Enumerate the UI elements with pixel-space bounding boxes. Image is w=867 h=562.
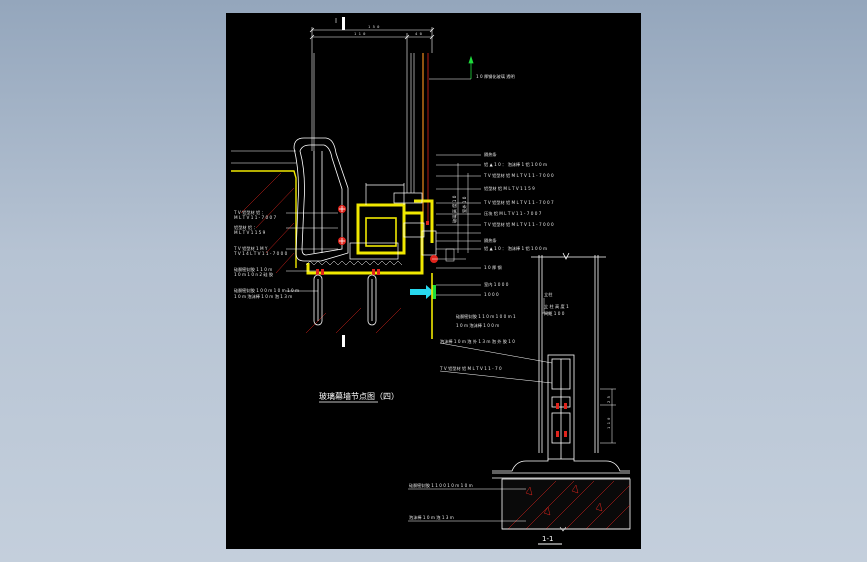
section-label-7: 硅酮密封胶 1 1 0 0 1 0 m 1 0 m	[409, 482, 473, 489]
dim-top-right: 4 0	[415, 31, 423, 36]
axis-mark-top	[335, 17, 345, 30]
label-left-6: 硅酮密封胶 1 1 0 m	[234, 266, 272, 273]
seal-pattern	[305, 260, 403, 266]
cyan-arrow	[410, 285, 436, 299]
anchor-bolts	[313, 274, 377, 326]
green-leader-top	[468, 55, 474, 79]
label-left-0: T V 铝型材 铝 ：	[233, 209, 266, 216]
right-leaders	[436, 154, 481, 296]
glass-panels	[311, 53, 415, 193]
pressure-plate	[349, 183, 437, 260]
top-dimensions	[309, 27, 435, 53]
floor-slab	[231, 150, 402, 334]
label-right-9: 铝 ▲ 1 0 ： 泡沫棒 1 铝 1 0 0 m	[484, 245, 547, 252]
label-right-4: 铝型材 铝 M L T V 1 1 5 9	[484, 185, 535, 192]
section-label-8: 泡沫棒 1 0 m 泡 1 3 m	[409, 514, 454, 521]
section-label-1: 立 柱 高 度 1	[544, 303, 569, 310]
label-left-2: 铝型材 铝 ：	[234, 224, 258, 231]
label-right-10: 1 0 厚 钢	[484, 264, 502, 271]
section-title: 1-1	[542, 535, 553, 543]
label-right-1: 隔热条	[484, 151, 497, 158]
label-left-3: M L T V 1 1 5 9	[234, 230, 266, 235]
section-label-6: T V 铝型材 铝 M L T V 1 1 - 7 0	[439, 365, 502, 372]
label-right-12: 1 0 0 0	[484, 292, 499, 297]
cad-drawing: 1 5 0 1 1 0 4 0 1 0 厚钢化玻璃 透明	[231, 17, 631, 545]
label-left-1: M L T V 1 1 - 7 0 0 7	[234, 215, 277, 220]
section-label-5: 泡沫棒 1 0 m 泡 外 1 3 m 泡 外 胶 1 0	[440, 338, 515, 345]
label-right-glass: 1 0 厚钢化玻璃 透明	[476, 73, 515, 80]
label-right-7: T V 铝型材 铝 M L T V 1 1 - 7 0 0 0	[483, 221, 554, 228]
section-dim-b: 1 1 0	[606, 417, 611, 429]
label-right-11: 室内 1 0 0 0	[484, 281, 509, 288]
cad-drawing-sheet: 1 5 0 1 1 0 4 0 1 0 厚钢化玻璃 透明	[226, 13, 641, 549]
label-right-2: 铝 ▲ 1 0 ： 泡沫棒 1 铝 1 0 0 m	[484, 161, 547, 168]
section-dim-a: 2 5	[606, 396, 611, 403]
sealant-lines	[422, 53, 429, 223]
section-label-2: 间距 1 0 0	[544, 310, 565, 317]
section-leaders	[408, 298, 553, 522]
label-left-5: T V 1 4 L T V 1 1 - 7 0 0 0	[233, 251, 288, 256]
label-vertical-1: 室外 1 0	[461, 196, 468, 213]
mid-dim-ticks	[432, 248, 466, 262]
dim-top-left: 1 1 0	[354, 31, 366, 36]
label-right-5: T V 铝型材 铝 M L T V 1 1 - 7 0 0 7	[483, 199, 554, 206]
sealant-markers	[316, 205, 438, 275]
dim-top-overall: 1 5 0	[368, 24, 380, 29]
vertical-dims	[457, 163, 469, 253]
axis-mark-bottom	[342, 335, 345, 347]
label-left-4: T V 铝型材 1 M Y	[233, 245, 268, 252]
frame-profile	[293, 137, 349, 262]
section-label-4: 1 0 m 泡沫棒 1 0 0 m	[456, 322, 499, 329]
left-leaders	[286, 212, 338, 292]
label-right-3: T V 铝型材 铝 M L T V 1 1 - 7 0 0 0	[483, 172, 554, 179]
drawing-title: 玻璃幕墙节点图（四）	[319, 391, 399, 401]
marker-crosses	[339, 206, 345, 244]
label-left-7: 1 0 m 1 0 n 2 硅 胶	[234, 271, 273, 278]
label-vertical-0: 玻璃 高 度 1 0	[451, 195, 458, 223]
label-right-6: 压块 铝 M L T V 1 1 - 7 0 0 7	[484, 210, 542, 217]
section-label-0: 立柱	[544, 291, 553, 298]
label-right-8: 隔热条	[484, 237, 497, 244]
label-left-8: 硅酮密封胶 1 0 0 m 1 0 m 1 0 m	[234, 287, 299, 294]
section-label-3: 硅酮密封胶 1 1 0 m 1 0 0 m 1	[456, 313, 516, 320]
label-left-9: 1 0 m 泡沫棒 1 0 m 泡 1 3 m	[234, 293, 292, 300]
section-1-1: 2 5 1 1 0	[492, 252, 631, 532]
